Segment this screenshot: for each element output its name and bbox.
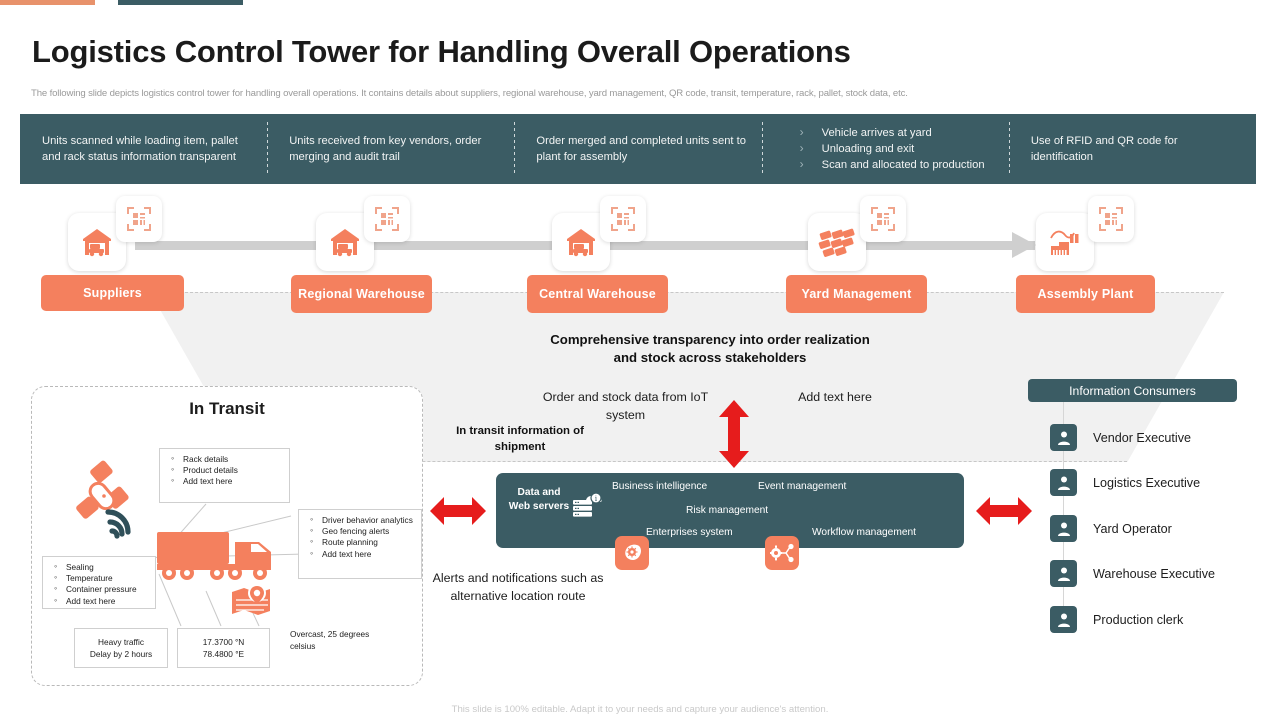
accent-bar-orange: [0, 0, 95, 5]
banner-text-3: Order merged and completed units sent to…: [536, 135, 746, 163]
accent-bar-teal: [118, 0, 243, 5]
platform-item-event-management[interactable]: Event management: [758, 481, 847, 492]
truck-icon: [155, 530, 283, 582]
driver-analytics-item: Driver behavior analytics: [306, 514, 414, 526]
iot-data-label: Order and stock data from IoT system: [542, 390, 709, 422]
platform-item-workflow-management[interactable]: Workflow management: [812, 527, 916, 538]
sealing-item: Container pressure: [50, 583, 148, 595]
person-avatar-icon: [1050, 560, 1077, 587]
flow-node-assembly-plant[interactable]: Assembly Plant: [1016, 275, 1155, 313]
rack-details-item: Rack details: [167, 453, 282, 465]
page-subtitle: The following slide depicts logistics co…: [31, 88, 908, 99]
traffic-line-2: Delay by 2 hours: [89, 649, 153, 659]
consumer-row-production-clerk[interactable]: Production clerk: [1050, 606, 1183, 633]
qr-code-icon: [364, 196, 410, 242]
sealing-item: Add text here: [50, 595, 148, 607]
flow-node-yard-management[interactable]: Yard Management: [786, 275, 927, 313]
consumer-label: Vendor Executive: [1093, 430, 1192, 445]
banner-list-item: Unloading and exit: [784, 140, 985, 157]
rack-details-item: Add text here: [167, 475, 282, 487]
vertical-double-arrow-icon: [716, 400, 752, 468]
weather-note: Overcast, 25 degrees celsius: [290, 629, 370, 651]
rack-details-box: Rack details Product details Add text he…: [159, 448, 290, 503]
consumer-row-yard-operator[interactable]: Yard Operator: [1050, 515, 1172, 542]
consumer-label: Yard Operator: [1093, 521, 1172, 536]
consumer-label: Warehouse Executive: [1093, 566, 1216, 581]
headline-line-2: and stock across stakeholders: [613, 350, 807, 365]
driver-analytics-item: Add text here: [306, 548, 414, 560]
funnel-dash-bottom: [247, 461, 1127, 462]
funnel-dash-top: [150, 292, 1224, 293]
driver-analytics-item: Route planning: [306, 536, 414, 548]
rack-details-item: Product details: [167, 464, 282, 476]
banner-text-2: Units received from key vendors, order m…: [289, 135, 482, 163]
information-consumers-header: Information Consumers: [1028, 379, 1237, 402]
in-transit-info-label: In transit information of shipment: [456, 425, 584, 453]
person-avatar-icon: [1050, 515, 1077, 542]
page-title: Logistics Control Tower for Handling Ove…: [32, 34, 851, 69]
banner-text-5: Use of RFID and QR code for identificati…: [1030, 135, 1178, 163]
person-avatar-icon: [1050, 424, 1077, 451]
driver-analytics-box: Driver behavior analytics Geo fencing al…: [298, 509, 422, 579]
top-banner: Units scanned while loading item, pallet…: [20, 114, 1256, 184]
add-text-placeholder: Add text here: [798, 390, 872, 404]
traffic-delay-box: Heavy traffic Delay by 2 hours: [74, 628, 168, 668]
server-cloud-icon: i: [572, 490, 606, 524]
traffic-line-1: Heavy traffic: [98, 637, 144, 647]
platform-item-business-intelligence[interactable]: Business intelligence: [612, 481, 708, 492]
consumer-row-warehouse-executive[interactable]: Warehouse Executive: [1050, 560, 1215, 587]
svg-text:i: i: [595, 494, 598, 503]
qr-code-icon: [1088, 196, 1134, 242]
warehouse-truck-icon: [552, 213, 610, 271]
driver-analytics-item: Geo fencing alerts: [306, 525, 414, 537]
process-flow-arrowhead-icon: [1012, 232, 1036, 258]
coordinate-longitude: 78.4800 °E: [202, 649, 245, 659]
banner-list-item: Scan and allocated to production: [784, 156, 985, 173]
consumer-label: Logistics Executive: [1093, 475, 1201, 490]
banner-column-2: Units received from key vendors, order m…: [267, 114, 514, 184]
transparency-headline: Comprehensive transparency into order re…: [430, 331, 990, 367]
banner-column-1: Units scanned while loading item, pallet…: [20, 114, 267, 184]
qr-code-icon: [116, 196, 162, 242]
footer-note: This slide is 100% editable. Adapt it to…: [451, 704, 829, 715]
person-avatar-icon: [1050, 606, 1077, 633]
qr-code-icon: [600, 196, 646, 242]
right-double-arrow-icon: [976, 492, 1032, 530]
platform-left-label: Data and Web servers: [508, 487, 570, 512]
consumer-label: Production clerk: [1093, 612, 1184, 627]
workflow-gear-icon: [765, 536, 799, 570]
pallet-stack-icon: [808, 213, 866, 271]
banner-column-5: Use of RFID and QR code for identificati…: [1008, 114, 1256, 184]
platform-item-enterprises-system[interactable]: Enterprises system: [646, 527, 733, 538]
coordinates-box: 17.3700 °N 78.4800 °E: [177, 628, 270, 668]
consumer-row-logistics-executive[interactable]: Logistics Executive: [1050, 469, 1200, 496]
banner-list-item: Vehicle arrives at yard: [784, 124, 985, 141]
flow-node-suppliers[interactable]: Suppliers: [41, 275, 184, 311]
sealing-item: Sealing: [50, 561, 148, 573]
banner-column-4: Vehicle arrives at yard Unloading and ex…: [761, 114, 1009, 184]
banner-text-1: Units scanned while loading item, pallet…: [42, 135, 238, 163]
consumer-row-vendor-executive[interactable]: Vendor Executive: [1050, 424, 1191, 451]
flow-node-central-warehouse[interactable]: Central Warehouse: [527, 275, 668, 313]
alerts-notifications-label: Alerts and notifications such as alterna…: [432, 571, 604, 603]
flow-node-regional-warehouse[interactable]: Regional Warehouse: [291, 275, 432, 313]
satellite-icon: [74, 460, 148, 548]
ai-brain-icon: [615, 536, 649, 570]
banner-list-4: Vehicle arrives at yard Unloading and ex…: [784, 124, 985, 173]
in-transit-title: In Transit: [189, 399, 265, 418]
person-avatar-icon: [1050, 469, 1077, 496]
sealing-item: Temperature: [50, 572, 148, 584]
map-location-icon: [228, 580, 274, 622]
factory-icon: [1036, 213, 1094, 271]
platform-item-risk-management[interactable]: Risk management: [686, 505, 769, 516]
headline-line-1: Comprehensive transparency into order re…: [550, 332, 870, 347]
sealing-conditions-box: Sealing Temperature Container pressure A…: [42, 556, 156, 609]
qr-code-icon: [860, 196, 906, 242]
left-double-arrow-icon: [430, 492, 486, 530]
banner-column-3: Order merged and completed units sent to…: [514, 114, 761, 184]
coordinate-latitude: 17.3700 °N: [202, 637, 245, 647]
